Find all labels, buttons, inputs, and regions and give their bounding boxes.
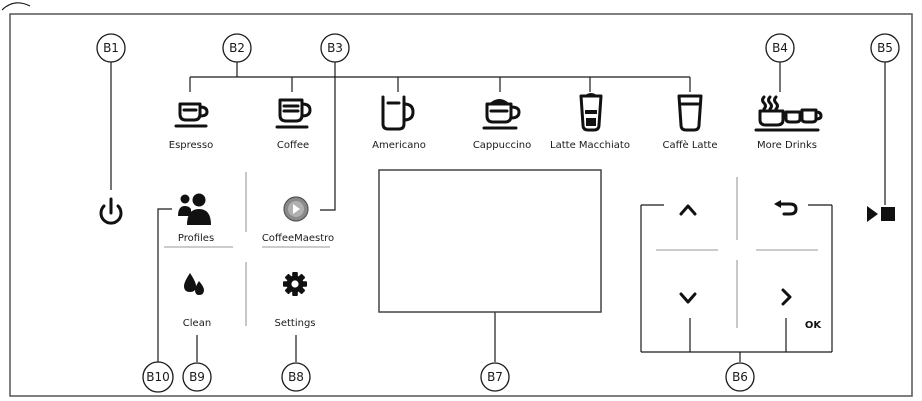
settings-label: Settings bbox=[274, 318, 315, 329]
americano-label: Americano bbox=[372, 140, 426, 151]
caffe-latte-button[interactable]: Caffè Latte bbox=[662, 94, 718, 151]
back-button[interactable] bbox=[774, 200, 798, 216]
coffee-button[interactable]: Coffee bbox=[275, 98, 312, 151]
chevron-up-icon bbox=[679, 204, 697, 216]
cappuccino-button[interactable]: Cappuccino bbox=[473, 99, 531, 151]
more-drinks-icon bbox=[754, 95, 823, 132]
more-drinks-label: More Drinks bbox=[757, 140, 817, 151]
ok-label: OK bbox=[805, 320, 823, 331]
svg-text:B6: B6 bbox=[732, 370, 748, 384]
latte-macchiato-button[interactable]: Latte Macchiato bbox=[550, 93, 630, 151]
callout-b2: B2 bbox=[222, 33, 252, 63]
back-arrow-icon bbox=[774, 200, 798, 216]
power-button[interactable] bbox=[99, 197, 123, 225]
coffee-label: Coffee bbox=[277, 140, 309, 151]
svg-text:B7: B7 bbox=[487, 370, 503, 384]
espresso-label: Espresso bbox=[169, 140, 213, 151]
chevron-right-icon bbox=[781, 288, 792, 306]
down-button[interactable] bbox=[679, 292, 697, 304]
ok-button[interactable]: OK bbox=[781, 288, 823, 331]
callout-b8: B8 bbox=[281, 362, 311, 392]
chevron-down-icon bbox=[679, 292, 697, 304]
callout-lines bbox=[110, 62, 886, 362]
gear-icon bbox=[283, 272, 307, 296]
start-stop-button[interactable] bbox=[867, 206, 895, 222]
callout-b10: B10 bbox=[142, 361, 174, 393]
callout-b4: B4 bbox=[765, 33, 795, 63]
americano-mug-icon bbox=[381, 95, 415, 131]
more-drinks-button[interactable]: More Drinks bbox=[754, 95, 823, 151]
clean-button[interactable]: Clean bbox=[183, 273, 211, 329]
callout-b1: B1 bbox=[96, 33, 126, 63]
coffeemaestro-label: CoffeeMaestro bbox=[262, 233, 334, 244]
espresso-cup-icon bbox=[174, 102, 209, 128]
panel-border bbox=[9, 13, 913, 397]
callout-b6: B6 bbox=[725, 362, 755, 392]
cappuccino-cup-icon bbox=[482, 99, 521, 130]
up-button[interactable] bbox=[679, 204, 697, 216]
callout-b5: B5 bbox=[870, 33, 900, 63]
callout-b3: B3 bbox=[320, 33, 350, 63]
profiles-button[interactable]: Profiles bbox=[178, 193, 214, 245]
clean-label: Clean bbox=[183, 318, 211, 329]
svg-text:B8: B8 bbox=[288, 370, 304, 384]
latte-macchiato-label: Latte Macchiato bbox=[550, 140, 630, 151]
menu-grid-lines bbox=[164, 172, 330, 326]
caffe-latte-label: Caffè Latte bbox=[662, 139, 717, 151]
espresso-button[interactable]: Espresso bbox=[169, 102, 213, 151]
play-stop-icon bbox=[867, 206, 895, 222]
coffee-cup-icon bbox=[275, 98, 312, 129]
latte-macchiato-glass-icon bbox=[579, 93, 603, 132]
coffeemaestro-button[interactable]: CoffeeMaestro bbox=[262, 196, 334, 244]
caffe-latte-glass-icon bbox=[677, 94, 703, 132]
logo-fragment bbox=[1, 2, 31, 11]
svg-text:B5: B5 bbox=[877, 41, 893, 55]
power-icon bbox=[99, 197, 123, 225]
svg-text:B1: B1 bbox=[103, 41, 119, 55]
profiles-icon bbox=[178, 193, 211, 225]
svg-text:B2: B2 bbox=[229, 41, 245, 55]
svg-text:B10: B10 bbox=[146, 370, 170, 384]
americano-button[interactable]: Americano bbox=[372, 95, 426, 151]
nav-grid-lines bbox=[656, 177, 818, 328]
svg-text:B9: B9 bbox=[189, 370, 205, 384]
svg-text:B3: B3 bbox=[327, 41, 343, 55]
svg-text:B4: B4 bbox=[772, 41, 788, 55]
coffeemaestro-icon bbox=[283, 196, 309, 222]
cappuccino-label: Cappuccino bbox=[473, 140, 531, 151]
display-screen bbox=[378, 169, 602, 313]
settings-button[interactable]: Settings bbox=[274, 272, 316, 329]
callout-b9: B9 bbox=[182, 362, 212, 392]
callout-b7: B7 bbox=[480, 362, 510, 392]
profiles-label: Profiles bbox=[178, 233, 214, 244]
water-drop-icon bbox=[184, 273, 204, 295]
